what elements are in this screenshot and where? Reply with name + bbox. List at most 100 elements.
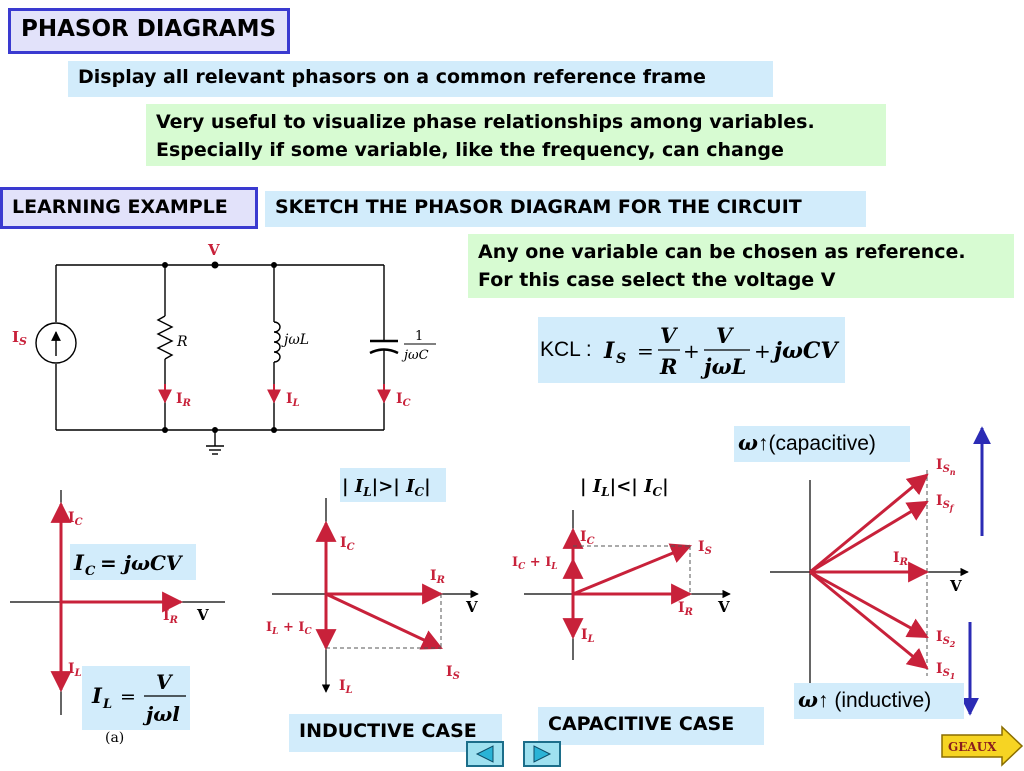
d3-condition-box: | IL|<| IC| <box>578 468 690 502</box>
geaux-arrow-icon: GEAUX <box>941 725 1024 767</box>
d4-ir-label: IR <box>893 550 908 568</box>
node <box>271 427 277 433</box>
d3-condition: | IL|<| IC| <box>580 476 669 499</box>
node <box>211 261 219 269</box>
useful-box: Very useful to visualize phase relations… <box>146 104 886 166</box>
d3-ic-label: IC <box>580 529 595 547</box>
phasor-diagram-inductive: IC IR V IL + IC IS IL <box>266 498 479 696</box>
omega-capacitive-box: ω↑(capacitive) <box>734 426 910 462</box>
circuit-is-label: IS <box>12 328 27 348</box>
capacitive-case-label: CAPACITIVE CASE <box>548 713 735 735</box>
d1-il-eq-num: V <box>156 670 174 694</box>
reference-line2: For this case select the voltage V <box>478 269 836 291</box>
learning-example-text: LEARNING EXAMPLE <box>12 196 228 218</box>
phasor-diagram-capacitive: IC IC + IL IS V IR IL <box>512 510 731 660</box>
d1-il-eq-sub: L <box>102 697 112 712</box>
kcl-equation: KCL : I S = V R + V jωL + jωCV <box>540 323 839 379</box>
node <box>162 262 168 268</box>
d2-cond-text: | IL|>| IC| <box>342 476 431 499</box>
kcl-t2-num: V <box>716 323 735 348</box>
d3-ir-label: IR <box>678 600 693 618</box>
d1-ir-label: IR <box>163 608 178 626</box>
circuit-r-label: R <box>176 334 188 350</box>
d3-v-label: V <box>717 598 730 616</box>
inductor-symbol <box>273 321 281 363</box>
kcl-plus1: + <box>683 339 700 363</box>
d1-caption: (a) <box>105 730 124 746</box>
kcl-prefix: KCL : <box>540 338 592 361</box>
kcl-equation-box: KCL : I S = V R + V jωL + jωCV <box>538 317 845 383</box>
next-arrow-icon <box>533 745 552 763</box>
d3-is-phasor <box>572 543 692 596</box>
kcl-lhs-sub: S <box>616 351 626 367</box>
kcl-plus2: + <box>754 339 771 363</box>
intro-box: Display all relevant phasors on a common… <box>68 61 773 97</box>
page-title: PHASOR DIAGRAMS <box>8 8 290 54</box>
d4-is2-phasor <box>809 570 929 639</box>
d3-cond-text: | IL|<| IC| <box>580 476 669 499</box>
d2-v-label: V <box>465 598 478 616</box>
circuit-schematic <box>35 264 399 455</box>
branch-current-arrows <box>158 384 391 404</box>
prev-slide-button[interactable] <box>466 741 504 767</box>
next-slide-button[interactable] <box>523 741 561 767</box>
d4-isf-phasor <box>809 500 929 574</box>
circuit-ir-label: IR <box>176 391 191 409</box>
capacitor-plate-bottom <box>369 348 399 355</box>
d2-ic-label: IC <box>340 535 355 553</box>
d3-il-label: IL <box>581 627 595 645</box>
d2-ir-label: IR <box>430 568 445 586</box>
kcl-lhs: I <box>603 338 615 364</box>
d2-condition: | IL|>| IC| <box>342 476 431 499</box>
omega-inductive-symbol: ω <box>798 687 818 712</box>
circuit-v-label: V <box>207 241 220 259</box>
d1-il-eq-lhs: I <box>91 683 103 708</box>
d4-is1-phasor <box>809 570 929 670</box>
kcl-equals: = <box>637 339 654 363</box>
d1-ic-equation-box: I C = jωCV <box>70 544 196 580</box>
omega-inductive-box: ω↑ (inductive) <box>794 683 964 719</box>
d2-ilic-label: IL + IC <box>266 620 312 637</box>
circuit-jwl-label: jωL <box>281 332 309 348</box>
prev-arrow-icon <box>475 745 494 763</box>
d1-v-label: V <box>196 606 209 624</box>
reference-line1: Any one variable can be chosen as refere… <box>478 241 966 263</box>
resistor-symbol <box>156 315 174 360</box>
circuit-il-label: IL <box>286 391 300 409</box>
sketch-text: SKETCH THE PHASOR DIAGRAM FOR THE CIRCUI… <box>275 196 802 218</box>
circuit-cap-num: 1 <box>415 329 423 344</box>
d2-is-label: IS <box>446 664 460 682</box>
reference-note-box: Any one variable can be chosen as refere… <box>468 234 1014 298</box>
node <box>212 427 218 433</box>
d1-ic-equation: I C = jωCV <box>73 550 184 579</box>
d1-il-equation: I L = V jωl <box>91 670 186 726</box>
d2-il-label: IL <box>339 678 353 696</box>
geaux-button[interactable]: GEAUX <box>940 725 1024 767</box>
node <box>271 262 277 268</box>
learning-example-box: LEARNING EXAMPLE <box>0 187 258 229</box>
useful-line2: Especially if some variable, like the fr… <box>156 139 784 161</box>
d4-isn-phasor <box>809 473 929 574</box>
node <box>162 427 168 433</box>
d4-is1-label: IS1 <box>936 661 955 681</box>
current-source-circle <box>35 322 77 364</box>
useful-line1: Very useful to visualize phase relations… <box>156 111 815 133</box>
d2-condition-box: | IL|>| IC| <box>340 468 446 502</box>
page-title-text: PHASOR DIAGRAMS <box>21 16 277 42</box>
phasor-diagram-frequency: ISn ISf IR V IS2 IS1 <box>770 426 991 716</box>
d3-is-label: IS <box>698 539 712 557</box>
omega-inductive-text: ↑ (inductive) <box>818 689 932 712</box>
sketch-box: SKETCH THE PHASOR DIAGRAM FOR THE CIRCUI… <box>265 191 866 227</box>
kcl-t1-den: R <box>659 354 677 379</box>
inductive-case-label: INDUCTIVE CASE <box>299 720 477 742</box>
d3-icil-label: IC + IL <box>512 555 558 572</box>
capacitive-case-box: CAPACITIVE CASE <box>538 707 764 745</box>
d4-isf-label: ISf <box>936 493 955 513</box>
circuit-cap-den: jωC <box>401 348 429 363</box>
d1-ic-eq-lhs: I <box>73 550 85 575</box>
circuit-ic-label: IC <box>396 391 411 409</box>
d1-il-label: IL <box>68 661 82 679</box>
d1-il-equation-box: I L = V jωl <box>82 666 190 730</box>
d1-ic-label: IC <box>68 510 83 528</box>
